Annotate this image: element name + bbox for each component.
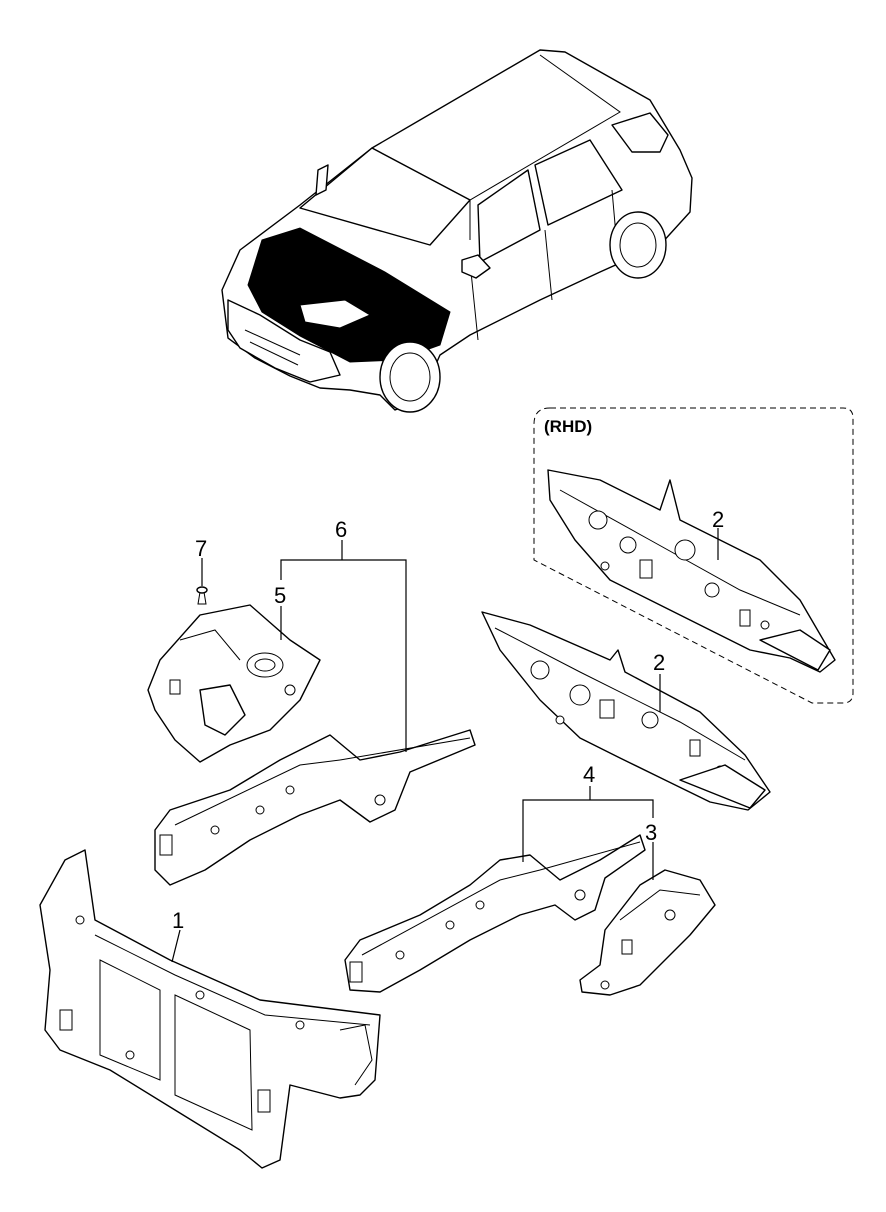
rhd-variant-box: (RHD) (533, 407, 854, 704)
leader-lines (171, 528, 719, 963)
callout-4: 4 (583, 762, 595, 787)
apron-assembly-right (579, 869, 716, 996)
dash-panel (481, 611, 771, 811)
side-member-left (154, 729, 476, 886)
apron-assembly-left (147, 604, 321, 763)
callout-7: 7 (195, 536, 207, 561)
callout-3: 3 (645, 820, 657, 845)
callout-1: 1 (172, 908, 184, 933)
front-end-module (39, 849, 381, 1169)
callout-2-rhd: 2 (712, 507, 724, 532)
callout-labels: 1 2 2 3 4 5 6 7 (172, 507, 724, 933)
rhd-label: (RHD) (544, 417, 592, 436)
callout-5: 5 (274, 583, 286, 608)
callout-6: 6 (335, 517, 347, 542)
callout-2: 2 (653, 650, 665, 675)
dash-panel-rhd (547, 469, 836, 673)
side-member-right (344, 834, 646, 993)
clip-part (196, 586, 208, 605)
vehicle-illustration (221, 49, 693, 413)
